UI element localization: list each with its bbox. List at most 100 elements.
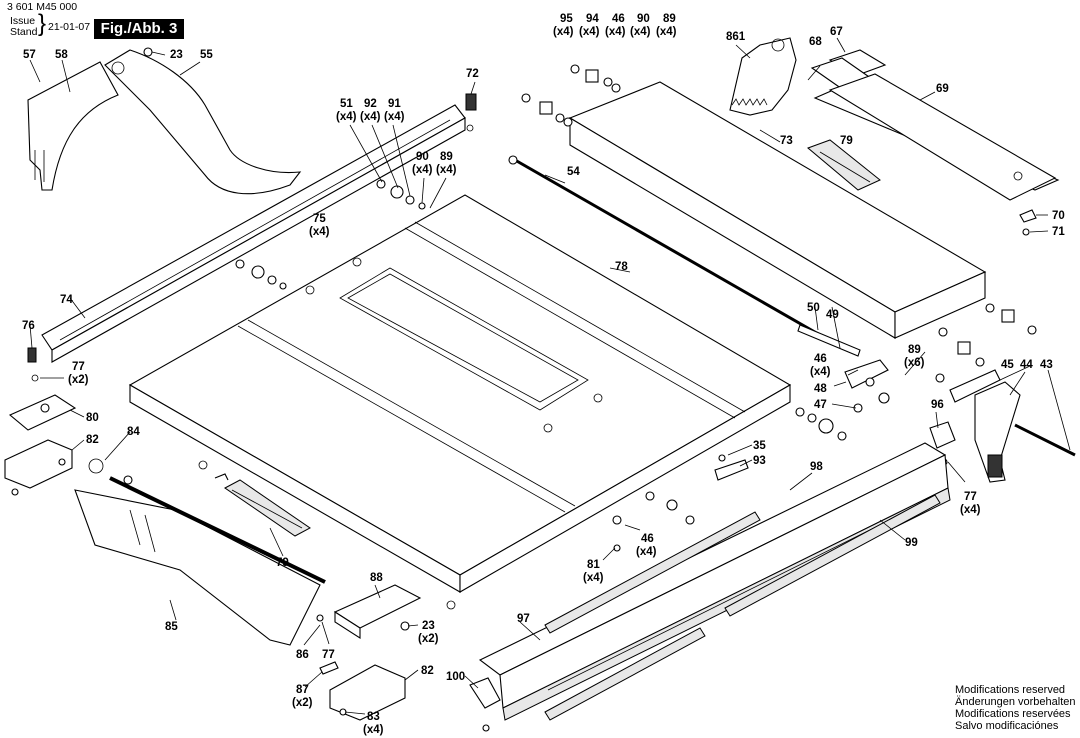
callout-89c: 89 [908,344,921,356]
callout-46a: 46 [612,13,625,25]
callout-90b: 90 [416,151,429,163]
saw-blade [729,37,797,116]
callout-89c-qty: (x6) [904,357,925,369]
callout-90a-qty: (x4) [630,26,651,38]
callout-82b: 82 [421,665,434,677]
callout-77b: 77 [964,491,977,503]
callout-labels: 95 (x4) 94 (x4) 46 (x4) 90 (x4) 89 (x4) … [22,13,1065,736]
modifications-line-es: Salvo modificaciónes [955,720,1059,732]
callout-77b-qty: (x4) [960,504,981,516]
callout-91: 91 [388,98,401,110]
brace-glyph: } [38,10,47,37]
rail-69 [813,73,1060,201]
scale-97 [544,511,761,634]
part-70 [1019,209,1037,223]
hardware-stack-right [795,303,1037,441]
callout-51-qty: (x4) [336,111,357,123]
foot-88 [333,584,422,640]
clamp-assembly [935,369,1076,483]
hardware-stack-left [235,179,426,290]
callout-89a: 89 [663,13,676,25]
callout-79b: 79 [276,557,289,569]
riving-arm [104,47,302,195]
callout-96: 96 [931,399,944,411]
callout-87: 87 [296,684,309,696]
callout-87-qty: (x2) [292,697,313,709]
front-rail-98 [478,442,951,721]
modifications-notice: Modifications reserved Änderungen vorbeh… [955,684,1075,732]
callout-23b-qty: (x2) [418,633,439,645]
callout-70: 70 [1052,210,1065,222]
callout-83-qty: (x4) [363,724,384,736]
clip-76 [27,347,37,363]
outfeed-support [74,475,326,646]
callout-46c-qty: (x4) [636,546,657,558]
modifications-line-en: Modifications reserved [955,684,1066,696]
callout-51: 51 [340,98,353,110]
callout-43: 43 [1040,359,1053,371]
clip-93 [714,459,749,481]
callout-95: 95 [560,13,573,25]
figure-label: Fig./Abb. 3 [94,19,184,39]
callout-58: 58 [55,49,68,61]
callout-100: 100 [446,671,465,683]
callout-861: 861 [726,31,746,43]
callout-81-qty: (x4) [583,572,604,584]
callout-46c: 46 [641,533,654,545]
callout-86: 86 [296,649,309,661]
callout-23b: 23 [422,620,435,632]
callout-89b-qty: (x4) [436,164,457,176]
modifications-line-de: Änderungen vorbehalten [955,696,1076,708]
callout-84: 84 [127,426,140,438]
callout-89b: 89 [440,151,453,163]
callout-75: 75 [313,213,326,225]
callout-45: 45 [1001,359,1014,371]
mount-80 [8,394,77,431]
callout-99: 99 [905,537,918,549]
callout-92-qty: (x4) [360,111,381,123]
callout-78: 78 [615,261,628,273]
issue-label: Issue Stand [10,15,38,38]
callout-97: 97 [517,613,530,625]
callout-44: 44 [1020,359,1033,371]
issue-date: 21-01-07 [48,21,91,33]
callout-85: 85 [165,621,178,633]
part-87 [319,661,339,675]
callout-71: 71 [1052,226,1065,238]
callout-35: 35 [753,440,766,452]
callout-50: 50 [807,302,820,314]
callout-49: 49 [826,309,839,321]
callout-77c: 77 [322,649,335,661]
callout-94: 94 [586,13,599,25]
leader-lines [29,37,1071,715]
callout-46a-qty: (x4) [605,26,626,38]
callout-95-qty: (x4) [553,26,574,38]
plate-79-top [807,139,881,191]
callout-67: 67 [830,26,843,38]
callout-81: 81 [587,559,600,571]
callout-88: 88 [370,572,383,584]
mount-82-left [4,439,73,496]
rod-54 [508,155,821,337]
table-top [128,194,792,610]
callout-79a: 79 [840,135,853,147]
callout-80: 80 [86,412,99,424]
callout-57: 57 [23,49,36,61]
callout-93: 93 [753,455,766,467]
callout-54: 54 [567,166,580,178]
screw-71 [1022,228,1030,236]
callout-77a: 77 [72,361,85,373]
callout-68: 68 [809,36,822,48]
callout-46b-qty: (x4) [810,366,831,378]
callout-46b: 46 [814,353,827,365]
scale-99-front [544,627,706,721]
callout-23a: 23 [170,49,183,61]
block-96 [929,421,956,449]
end-cap-100 [469,677,501,709]
part-number: 3 601 M45 000 [7,1,78,13]
callout-73: 73 [780,135,793,147]
callout-90b-qty: (x4) [412,164,433,176]
callout-77a-qty: (x2) [68,374,89,386]
callout-75-qty: (x4) [309,226,330,238]
